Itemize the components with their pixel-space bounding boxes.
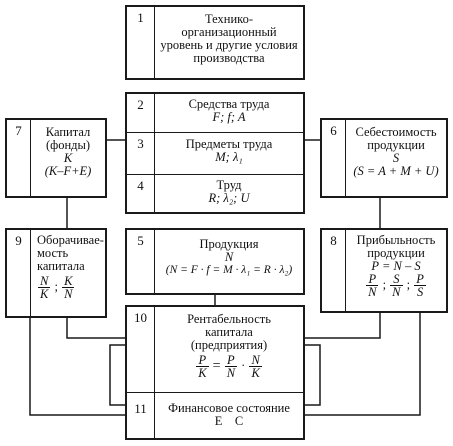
block-10-line: Рентабельность	[187, 312, 271, 326]
block-4-text: Труд R; λ₂; U	[155, 175, 303, 214]
connector-left-11	[29, 318, 125, 416]
eq-denominator: K	[251, 366, 260, 380]
block-8-number: 8	[322, 230, 346, 311]
connector-right-11	[305, 313, 421, 416]
block-3: 3 Предметы труда M; λ₁	[127, 132, 303, 174]
block-7: 7 Капитал (фонды) K (K–F+E)	[5, 118, 107, 198]
block-8-line: продукции	[367, 246, 425, 260]
block-8-line: Прибыльность	[356, 233, 436, 247]
block-1-text: Технико- организационный уровень и други…	[155, 7, 303, 78]
block-1-line: организационный	[181, 25, 277, 39]
block-10: 10 Рентабельность капитала (предприятия)…	[127, 307, 303, 392]
block-2-formula: F; f; A	[212, 110, 246, 124]
block-6-symbol: S	[392, 151, 400, 165]
eq-numerator: P	[224, 354, 238, 367]
block-5-formula: (N = F · f = M · λ₁ = R · λ₂)	[165, 264, 293, 276]
block-5-number: 5	[127, 230, 155, 293]
ratio-numerator: S	[390, 273, 403, 286]
block-3-title: Предметы труда	[185, 137, 273, 151]
block-6-line: продукции	[367, 138, 425, 152]
connector-8-10	[305, 313, 381, 339]
ratio-denominator: S	[416, 285, 424, 299]
block-10-line: (предприятия)	[190, 338, 268, 352]
block-3-formula: M; λ₁	[215, 150, 243, 164]
ratio-numerator: K	[62, 274, 75, 288]
eq-denominator: K	[198, 366, 207, 380]
block-10-11: 10 Рентабельность капитала (предприятия)…	[125, 305, 305, 440]
block-11-symbols: Е С	[214, 414, 244, 428]
block-7-symbol: K	[63, 151, 73, 165]
block-2-text: Средства труда F; f; A	[155, 94, 303, 132]
ratio-denominator: N	[368, 285, 377, 299]
block-10-line: капитала	[205, 325, 253, 339]
block-8-formula: P = N – S	[371, 259, 421, 273]
block-9-line: мость	[37, 246, 69, 260]
block-10-number: 10	[127, 307, 155, 392]
block-4: 4 Труд R; λ₂; U	[127, 174, 303, 214]
block-1: 1 Технико- организационный уровень и дру…	[125, 5, 305, 80]
block-9-line: капитала	[37, 259, 85, 273]
connector-bracket-left	[109, 344, 125, 406]
block-4-title: Труд	[216, 178, 242, 192]
block-3-number: 3	[127, 133, 155, 174]
block-2-3-4: 2 Средства труда F; f; A 3 Предметы труд…	[125, 92, 305, 214]
block-1-line: Технико-	[204, 12, 254, 26]
block-2: 2 Средства труда F; f; A	[127, 94, 303, 132]
ratio-numerator: P	[366, 273, 379, 286]
block-5-title: Продукция	[199, 237, 259, 251]
block-6-text: Себестоимость продукции S (S = A + M + U…	[346, 120, 446, 196]
block-7-formula: (K–F+E)	[44, 164, 92, 178]
block-9-line: Оборачивае-	[37, 233, 104, 247]
block-4-formula: R; λ₂; U	[208, 191, 250, 205]
block-11-number: 11	[127, 393, 155, 440]
block-6-line: Себестоимость	[355, 125, 437, 139]
block-2-title: Средства труда	[188, 97, 270, 111]
block-6-number: 6	[322, 120, 346, 196]
block-11: 11 Финансовое состояние Е С	[127, 392, 303, 440]
eq-numerator: N	[249, 353, 262, 367]
block-1-line: производства	[193, 51, 265, 65]
eq-denominator: N	[226, 366, 236, 380]
block-7-text: Капитал (фонды) K (K–F+E)	[31, 120, 105, 196]
ratio-denominator: N	[392, 285, 401, 299]
block-6-formula: (S = A + M + U)	[353, 164, 439, 178]
block-3-text: Предметы труда M; λ₁	[155, 133, 303, 174]
block-5-symbol: N	[224, 250, 234, 264]
block-11-title: Финансовое состояние	[168, 401, 290, 415]
block-1-number: 1	[127, 7, 155, 78]
ratio-denominator: K	[40, 287, 49, 301]
ratio-denominator: N	[64, 287, 73, 301]
block-9-number: 9	[7, 230, 31, 316]
block-7-line: (фонды)	[45, 138, 91, 152]
ratio-numerator: P	[414, 272, 426, 286]
ratio-numerator: N	[38, 274, 51, 288]
block-7-number: 7	[7, 120, 31, 196]
block-1-line: уровень и другие условия	[160, 38, 298, 52]
block-11-text: Финансовое состояние Е С	[155, 393, 303, 440]
connector-bracket-right	[305, 344, 321, 406]
connector-9-10	[66, 318, 125, 339]
block-7-line: Капитал	[45, 125, 91, 139]
block-5-text: Продукция N (N = F · f = M · λ₁ = R · λ₂…	[155, 230, 303, 293]
block-4-number: 4	[127, 175, 155, 214]
eq-numerator: P	[196, 354, 209, 367]
block-2-number: 2	[127, 94, 155, 132]
block-5: 5 Продукция N (N = F · f = M · λ₁ = R · …	[125, 228, 305, 295]
block-6: 6 Себестоимость продукции S (S = A + M +…	[320, 118, 448, 198]
